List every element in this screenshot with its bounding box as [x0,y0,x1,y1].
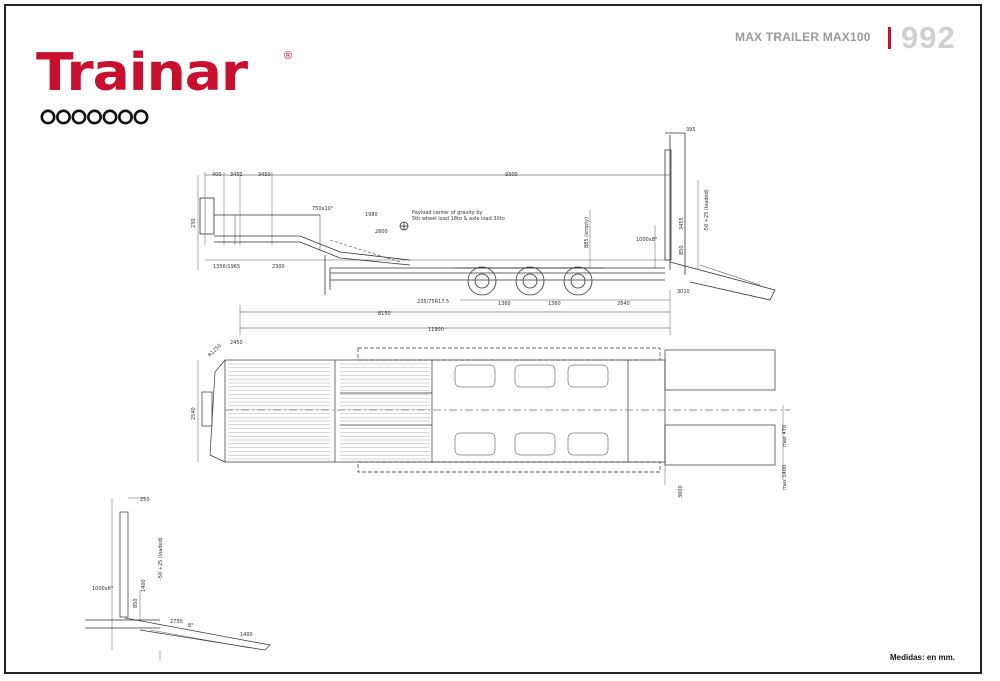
rear-dim-7: 1400 [240,632,253,638]
dim-vertical-0: 885 (empty) [584,217,590,248]
dim-bottom-5: 2840 [617,301,630,307]
brand-logo: Trainar ® [36,44,306,134]
cog-note-1: 5th wheel load 18to & axle load 30to [412,216,505,222]
dim-vertical-1: 3455 [679,217,685,230]
rear-detail [85,497,271,660]
dim-bottom-4: 1360 [548,301,561,307]
rear-dim-2: 1400 [141,579,147,592]
top-dim-1: 2450 [230,340,243,346]
rear-label: 1000x8° [636,237,658,243]
side-view [197,132,776,335]
logo-wheel-icon [86,109,102,125]
logo-wheel-icon [55,109,71,125]
top-dim-4: max 1400 [782,465,788,490]
logo-wheel-icon [118,109,134,125]
dim-neck-2: 2800 [375,229,388,235]
rear-dim-0: 250 [140,497,150,503]
dim-neck-1: 1980 [365,212,378,218]
rear-detail-labels: 250 1000x8° 1400 850 -50 +25 (loaded) 27… [92,497,253,638]
top-dim-5: max 470 [782,425,788,447]
logo-wheel-icon [71,109,87,125]
rear-dim-5: 2750 [170,619,183,625]
dim-bottom-6: 3010 [677,289,690,295]
top-view [197,347,790,485]
rear-dim-1: 1000x8° [92,586,114,592]
side-view-labels: 400 3451 3450 9300 395 230 750x10° 1980 … [191,127,710,333]
overall-length-1: 11900 [428,327,444,333]
top-view-deck-lines [228,363,430,460]
logo-wheel-icon [40,109,56,125]
logo-wheels-icon [40,109,149,125]
dim-vertical-2: 850 [679,245,685,255]
dim-bottom-2: 235/75R17.5 [417,299,449,305]
model-title: MAX TRAILER MAX100 [735,30,871,44]
dim-left-height: 230 [191,218,197,228]
overall-length-0: 8150 [378,311,391,317]
logo-wheel-icon [102,109,118,125]
dim-top-0: 400 [212,172,222,178]
dim-neck-0: 750x10° [312,206,334,212]
logo-wheel-icon [133,109,149,125]
rear-dim-6: 8° [188,623,194,629]
rear-dim-3: 850 [133,598,139,608]
dim-vertical-3: -50 +25 (loaded) [704,189,710,232]
page-frame [4,4,982,674]
header-separator [888,27,891,49]
cog-note-0: Payload center of gravity by [412,210,482,216]
dim-top-2: 3450 [258,172,271,178]
dim-top-1: 3451 [230,172,243,178]
rear-dim-4: -50 +25 (loaded) [158,537,164,580]
page-code: 992 [901,20,956,55]
dim-bottom-1: 2300 [272,264,285,270]
top-dim-3: 3000 [678,485,684,498]
dim-top-3: 9300 [505,172,518,178]
top-dim-2: 2540 [191,407,197,420]
top-view-labels: R1250 2450 2540 3000 max 1400 max 470 [191,340,788,498]
dim-bottom-3: 1360 [498,301,511,307]
dim-bottom-0: 1356/1965 [213,264,240,270]
dim-ramp-top: 395 [686,127,696,133]
registered-mark: ® [284,50,293,62]
measure-note: Medidas: en mm. [890,653,955,662]
brand-name: Trainar [36,43,248,103]
top-dim-0: R1250 [207,343,223,359]
